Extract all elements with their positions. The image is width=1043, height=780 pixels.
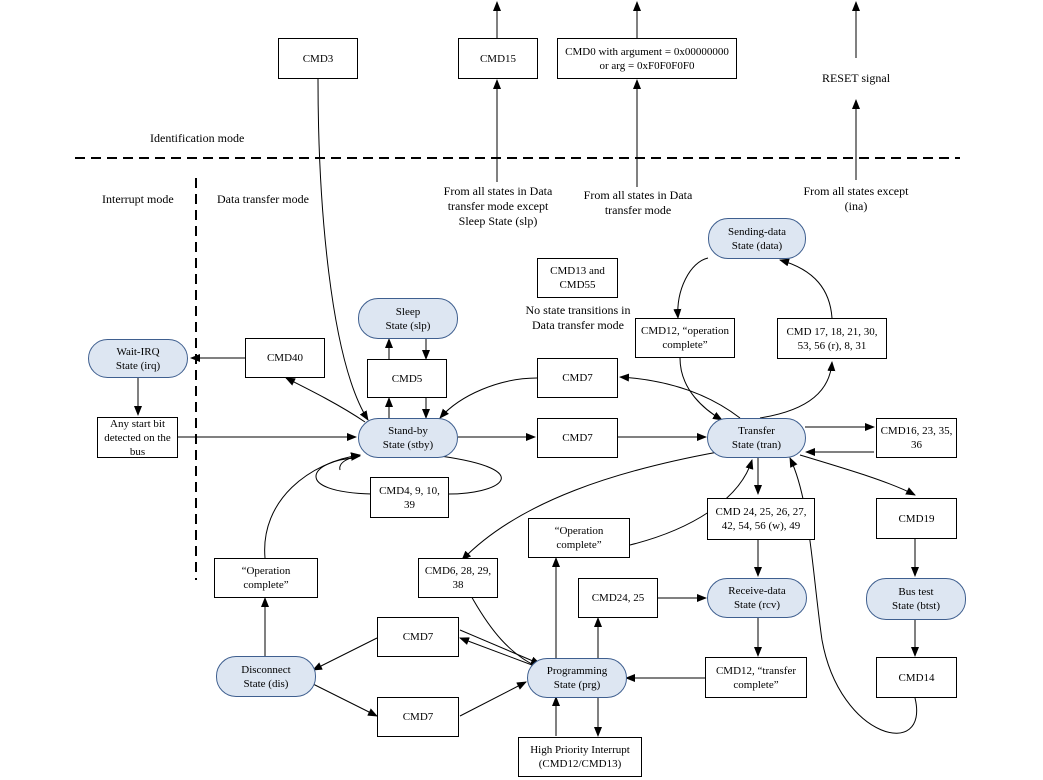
wait-irq-state: Wait-IRQ State (irq) [88,339,188,378]
any-start-bit-box: Any start bit detected on the bus [97,417,178,458]
standby-state: Stand-by State (stby) [358,418,458,458]
disconnect-state: Disconnect State (dis) [216,656,316,697]
cmd24-group-box: CMD 24, 25, 26, 27, 42, 54, 56 (w), 49 [707,498,815,540]
arrow-cmd6-programming [469,593,541,669]
cmd12-operation-complete-box: CMD12, “operation complete” [635,318,735,358]
arrow-standby-cmd40 [285,377,366,423]
from-all-except-ina-label: From all states except (ina) [803,184,909,213]
cmd7-dis-upper-box: CMD7 [377,617,459,657]
programming-state: Programming State (prg) [527,658,627,698]
arrow-programming-cmd7-upper [459,637,541,669]
high-priority-interrupt-box: High Priority Interrupt (CMD12/CMD13) [518,737,642,777]
arrow-transfer-cmd7-top [619,373,741,419]
arrow-cmd3-standby [317,78,369,421]
arrow-standby-self-loop [315,455,502,495]
arrow-cmd7-upper-programming [459,629,541,665]
cmd0-box: CMD0 with argument = 0x00000000 or arg =… [557,38,737,79]
sending-data-state: Sending-data State (data) [708,218,806,259]
identification-mode-label: Identification mode [150,131,245,145]
arrow-transfer-cmd6 [461,451,719,561]
no-state-transitions-label: No state transitions in Data transfer mo… [525,303,631,332]
from-all-except-sleep-label: From all states in Data transfer mode ex… [443,184,553,228]
arrow-cmd7-upper-dis [312,637,378,671]
cmd5-box: CMD5 [367,359,447,398]
cmd13-cmd55-box: CMD13 and CMD55 [537,258,618,298]
cmd7-top-box: CMD7 [537,358,618,398]
cmd15-box: CMD15 [458,38,538,79]
arrow-sendingdata-cmd12 [673,257,709,319]
arrow-cmd7-top-standby [439,377,538,419]
arrow-transfer-cmd17 [759,361,836,419]
cmd16-group-box: CMD16, 23, 35, 36 [876,418,957,458]
interrupt-mode-label: Interrupt mode [102,192,174,206]
sleep-state: Sleep State (slp) [358,298,458,339]
arrow-cmd7-lower-programming [459,681,527,717]
receive-data-state: Receive-data State (rcv) [707,578,807,618]
cmd19-box: CMD19 [876,498,957,539]
cmd24-25-box: CMD24, 25 [578,578,658,618]
cmd14-box: CMD14 [876,657,957,698]
cmd7-mid-box: CMD7 [537,418,618,458]
arrow-opcomplete-standby [264,452,361,559]
cmd17-group-box: CMD 17, 18, 21, 30, 53, 56 (r), 8, 31 [777,318,887,359]
operation-complete-mid-box: “Operation complete” [528,518,630,558]
arrow-dis-cmd7-lower [312,683,378,717]
cmd4-group-box: CMD4, 9, 10, 39 [370,477,449,518]
arrow-cmd17-sendingdata [779,258,833,319]
transfer-state: Transfer State (tran) [707,418,806,458]
cmd7-dis-lower-box: CMD7 [377,697,459,737]
cmd3-box: CMD3 [278,38,358,79]
cmd6-group-box: CMD6, 28, 29, 38 [418,558,498,598]
reset-signal-label: RESET signal [821,71,891,85]
arrow-transfer-cmd19 [799,454,916,496]
from-all-data-label: From all states in Data transfer mode [583,188,693,217]
data-transfer-mode-label: Data transfer mode [217,192,309,206]
arrow-cmd12-transfer [679,357,723,421]
cmd40-box: CMD40 [245,338,325,378]
operation-complete-left-box: “Operation complete” [214,558,318,598]
bus-test-state: Bus test State (btst) [866,578,966,620]
cmd12-transfer-complete-box: CMD12, “transfer complete” [705,657,807,698]
